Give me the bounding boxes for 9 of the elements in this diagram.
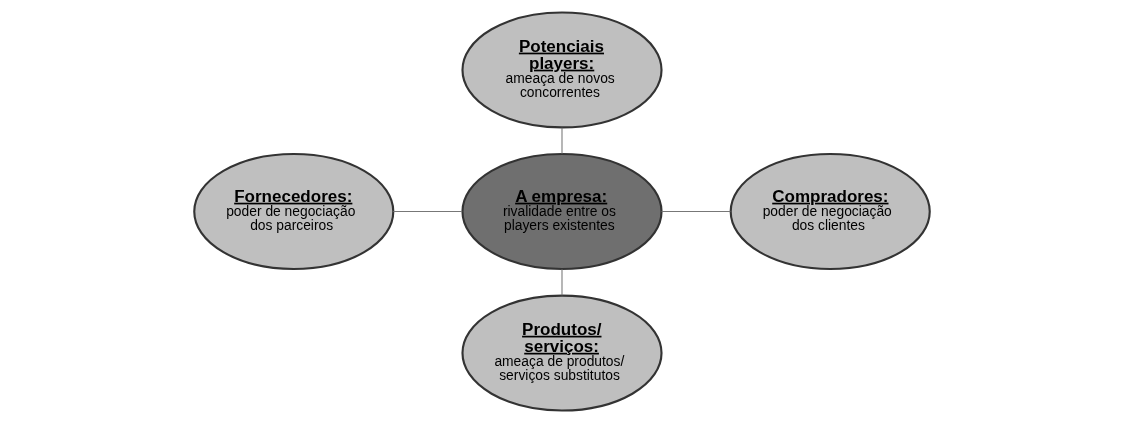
node-ellipse: Compradores: poder de negociação dos clientes xyxy=(729,152,931,271)
node-ellipse: A empresa: rivalidade entre os players existentes xyxy=(460,152,663,271)
node-ellipse: Potenciais players: ameaça de novos concorrentes xyxy=(460,11,663,129)
connector xyxy=(660,210,731,213)
connector xyxy=(392,210,463,213)
connector xyxy=(560,127,563,155)
node-ellipse: Fornecedores: poder de negociação dos parceiros xyxy=(192,152,394,271)
node-ellipse: Produtos/ serviços: ameaça de produtos/ serviços substitutos xyxy=(460,294,663,412)
connector xyxy=(560,268,563,296)
